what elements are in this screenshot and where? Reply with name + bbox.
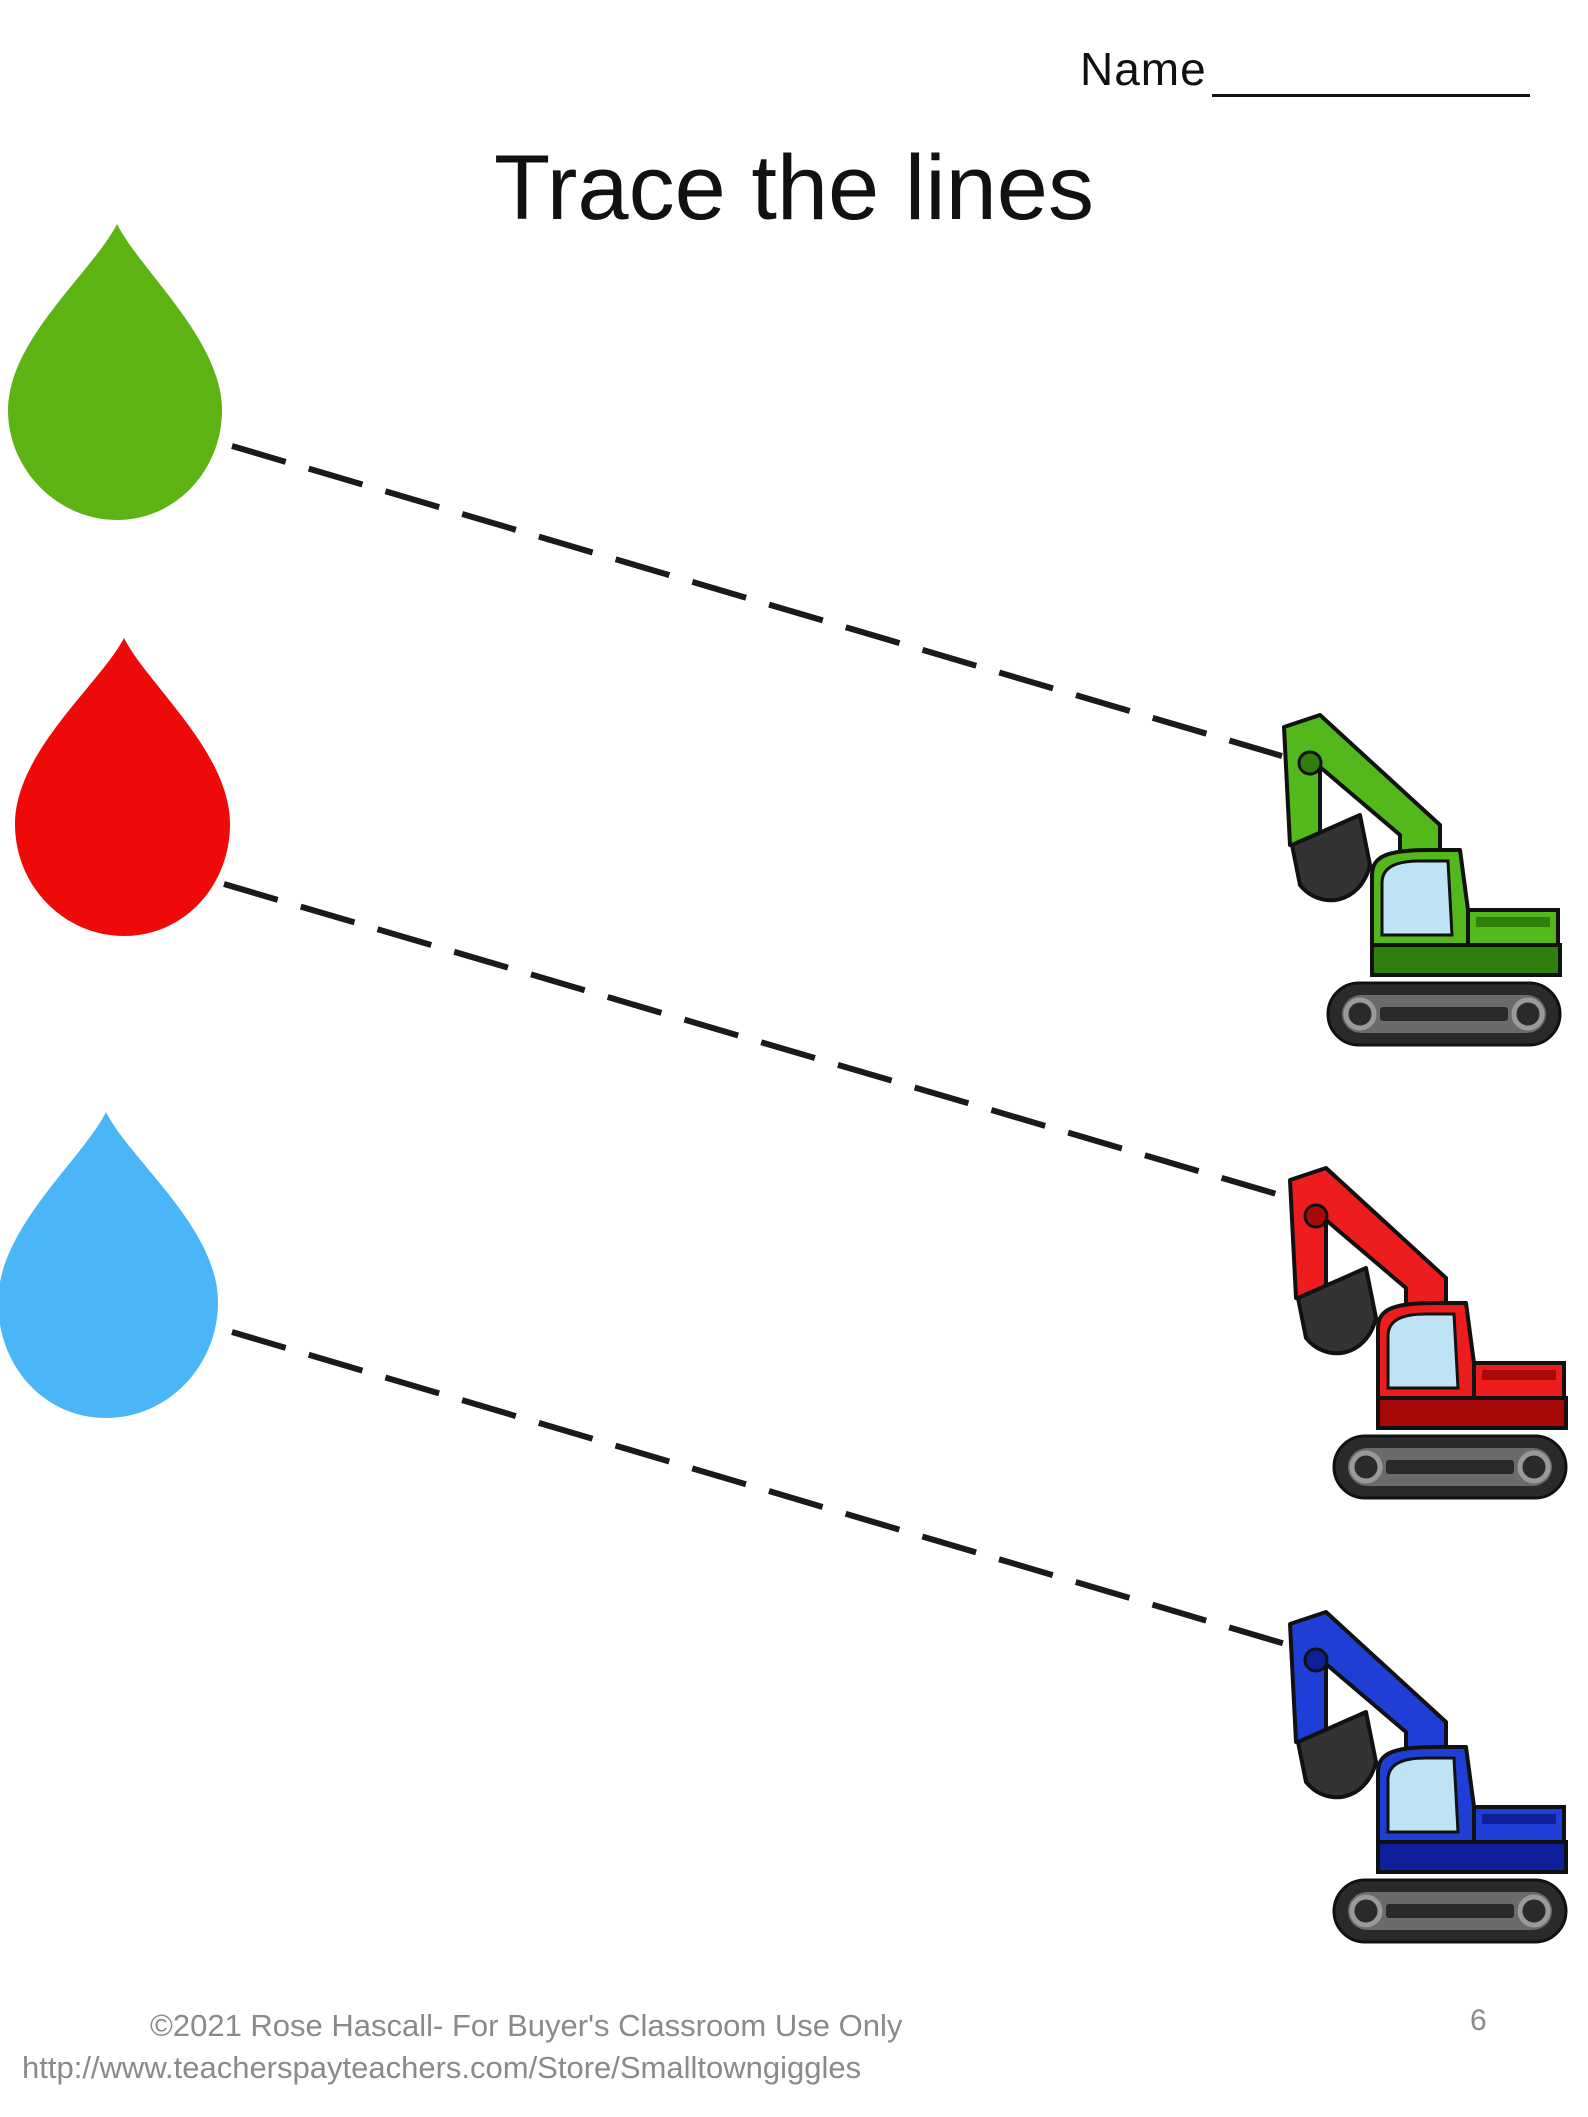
red-excavator-icon (1288, 1166, 1566, 1498)
footer-copyright: ©2021 Rose Hascall- For Buyer's Classroo… (150, 2008, 903, 2043)
green-excavator-icon (1282, 713, 1560, 1045)
name-write-line[interactable] (1212, 94, 1530, 97)
trace-line-1[interactable] (231, 443, 1283, 759)
name-label: Name (1080, 43, 1207, 95)
red-drop-icon (15, 638, 230, 936)
trace-row-2 (15, 638, 1566, 1498)
trace-line-3[interactable] (231, 1329, 1293, 1649)
blue-drop-icon (0, 1112, 218, 1418)
green-drop-icon (8, 224, 222, 520)
trace-row-1 (8, 224, 1560, 1045)
trace-row-3 (0, 1112, 1566, 1942)
page-number: 6 (1470, 2004, 1487, 2037)
trace-line-2[interactable] (223, 881, 1291, 1201)
footer-url: http://www.teacherspayteachers.com/Store… (22, 2050, 862, 2085)
page-title: Trace the lines (494, 137, 1094, 239)
blue-excavator-icon (1288, 1610, 1566, 1942)
